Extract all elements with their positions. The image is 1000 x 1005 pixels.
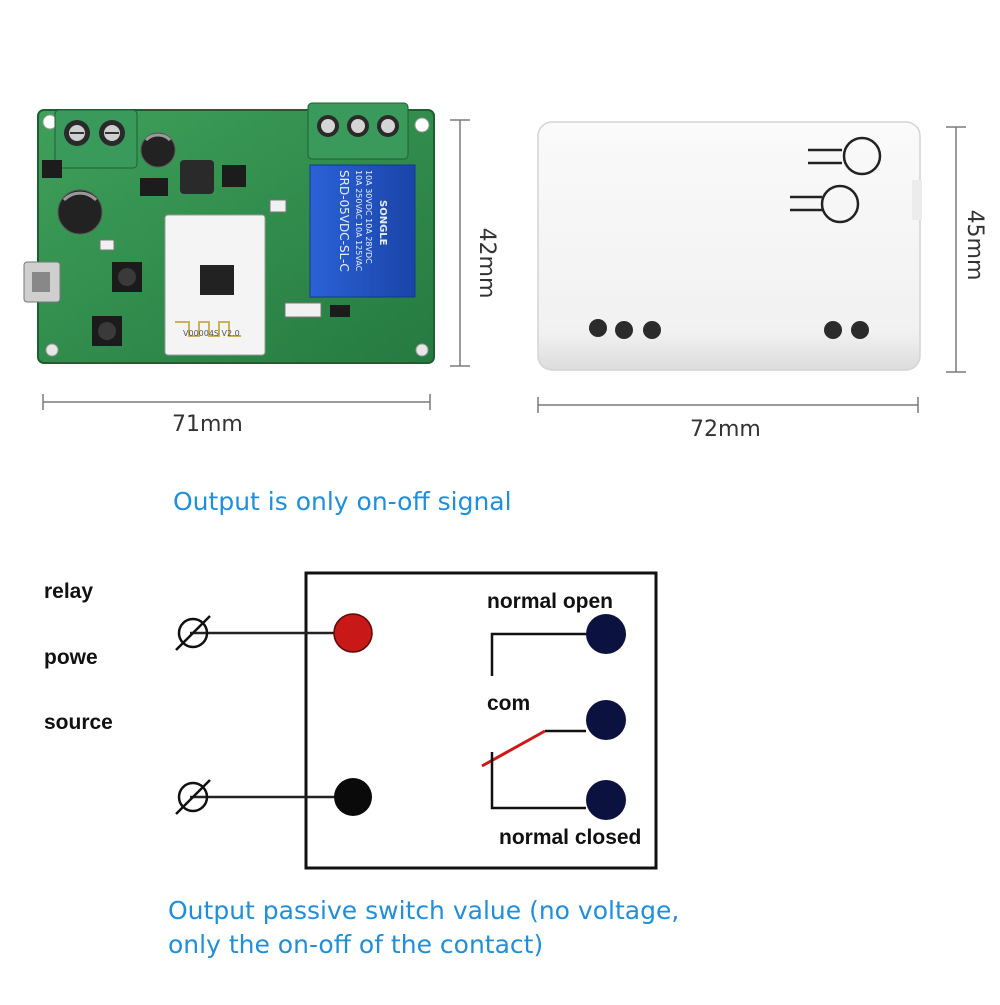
capacitor xyxy=(140,132,176,168)
enclosure-case xyxy=(537,121,922,371)
bottom-caption-line1: Output passive switch value (no voltage, xyxy=(168,896,680,925)
relay-screw-terminal xyxy=(307,102,409,160)
com-label: com xyxy=(487,692,531,715)
case-width-label: 72mm xyxy=(690,417,761,442)
normal-closed-contact xyxy=(586,780,626,820)
com-contact xyxy=(586,700,626,740)
power-screw-terminal xyxy=(54,109,138,169)
relay-power-label-line3: source xyxy=(44,711,113,734)
pcb-height-dimension xyxy=(450,119,470,367)
relay-icon xyxy=(790,136,882,224)
top-note-caption: Output is only on-off signal xyxy=(173,487,512,516)
power-negative-terminal xyxy=(334,778,372,816)
power-positive-terminal xyxy=(333,613,373,653)
phi-terminal-icon xyxy=(175,615,211,651)
case-height-dimension xyxy=(946,126,966,373)
normal-closed-label: normal closed xyxy=(499,826,642,849)
capacitor xyxy=(57,189,103,235)
pcb-width-label: 71mm xyxy=(172,412,243,437)
normal-open-contact xyxy=(586,614,626,654)
svg-text:SONGLE: SONGLE xyxy=(377,200,388,246)
pcb-board: V00004S V2.0 xyxy=(23,102,435,364)
micro-usb-port xyxy=(23,261,61,303)
wiring-diagram xyxy=(175,571,658,870)
module-label: V00004S V2.0 xyxy=(183,329,240,338)
relay-power-label-line2: powe xyxy=(44,646,98,669)
normal-open-label: normal open xyxy=(487,590,614,613)
case-width-dimension xyxy=(537,397,919,413)
relay-power-label-line1: relay xyxy=(44,580,94,603)
svg-text:10A 250VAC 10A 125VAC: 10A 250VAC 10A 125VAC xyxy=(354,170,363,272)
push-button xyxy=(92,316,122,346)
pcb-height-label: 42mm xyxy=(474,227,499,299)
svg-text:SRD-05VDC-SL-C: SRD-05VDC-SL-C xyxy=(337,170,351,272)
phi-terminal-icon xyxy=(175,779,211,815)
relay-component: SRD-05VDC-SL-C 10A 250VAC 10A 125VAC 10A… xyxy=(309,164,416,298)
wifi-module: V00004S V2.0 xyxy=(164,214,266,356)
push-button xyxy=(112,262,142,292)
case-height-label: 45mm xyxy=(962,209,987,281)
bottom-caption-line2: only the on-off of the contact) xyxy=(168,930,544,959)
svg-text:10A 30VDC 10A 28VDC: 10A 30VDC 10A 28VDC xyxy=(364,170,373,264)
pcb-width-dimension xyxy=(42,394,431,410)
